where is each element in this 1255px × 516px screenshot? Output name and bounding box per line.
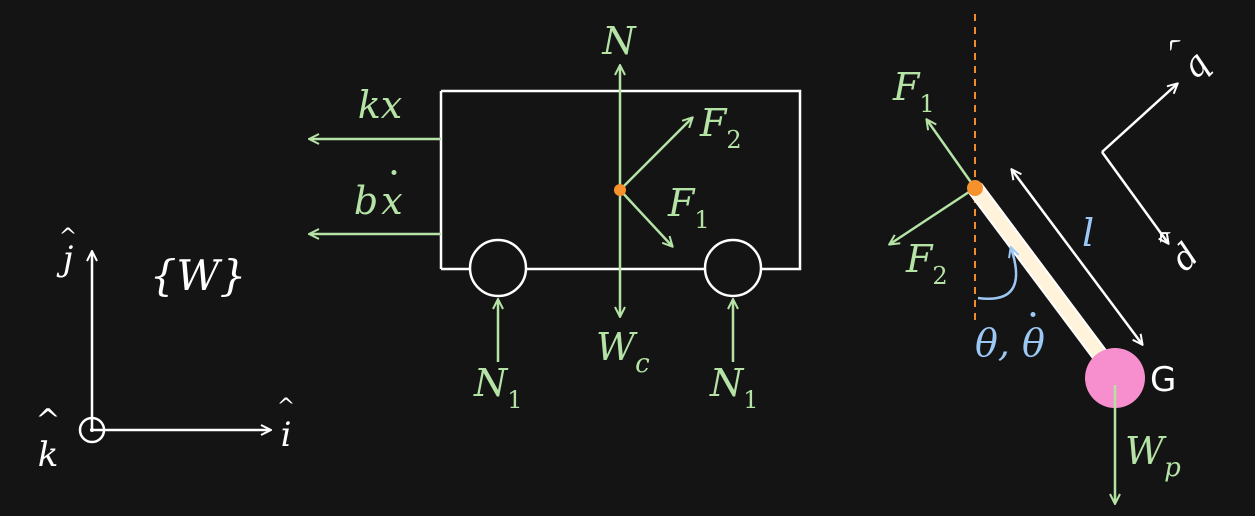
angle-rate-dot: · (1027, 293, 1039, 337)
wheel-normal-left-label: N1 (473, 361, 523, 414)
cart-force-2-symbol: F (699, 101, 728, 145)
world-frame: ^ i ^ j ^ k {W} (35, 225, 295, 475)
pendulum-pivot-point (967, 180, 983, 196)
body-frame: ^ q ^ d (1100, 31, 1218, 280)
d-hat-label-group: ^ d (1151, 223, 1208, 280)
wheel-normal-right-subscript: 1 (743, 386, 758, 414)
cart-wheel-right (703, 238, 763, 298)
pendulum-bob (1085, 348, 1145, 408)
cart-force-1-subscript: 1 (694, 206, 709, 234)
damping-force-dot: · (388, 151, 400, 195)
cart-force-2-label: F2 (699, 101, 742, 154)
pendulum-force-1-symbol: F (892, 65, 921, 109)
pendulum-force-1-label: F1 (892, 65, 935, 118)
wheel-normal-right-label: N1 (709, 361, 759, 414)
k-axis-dot (90, 428, 94, 432)
pendulum-force-2-arrow (890, 186, 976, 244)
cart-weight-label: Wc (596, 325, 650, 379)
length-label: l (1082, 211, 1094, 255)
cart-wheel-left (468, 238, 528, 298)
pendulum-weight-subscript: p (1164, 453, 1181, 483)
angle-label: θ, θ (975, 321, 1045, 365)
pendulum-weight-symbol: W (1125, 429, 1167, 473)
cart-weight-subscript: c (635, 349, 650, 379)
cart-weight-symbol: W (596, 325, 638, 369)
q-axis-arrow (1101, 84, 1177, 153)
pendulum-force-1-subscript: 1 (919, 90, 934, 118)
i-hat-caret: ^ (277, 395, 295, 420)
center-of-mass-label: G (1150, 360, 1176, 400)
wheel-normal-right-symbol: N (709, 361, 745, 405)
pendulum-force-1-arrow (927, 120, 977, 189)
cart-force-2-arrow (619, 118, 692, 191)
cart-force-1-label: F1 (667, 181, 710, 234)
k-axis-out-of-page-icon (78, 416, 106, 444)
q-hat-label-group: ^ q (1161, 31, 1218, 88)
damping-force-x-label: x (381, 179, 402, 223)
cart: N kx b x · F2 F1 Wc N1 N1 (310, 19, 802, 414)
cart-force-1-symbol: F (667, 181, 696, 225)
spring-force-label: kx (358, 83, 402, 127)
cart-force-2-subscript: 2 (726, 126, 741, 154)
wheel-normal-left-subscript: 1 (507, 386, 522, 414)
length-dimension-arrow (1012, 170, 1142, 344)
cart-center-point (614, 184, 626, 196)
wheel-normal-left-symbol: N (473, 361, 509, 405)
pendulum-weight-label: Wp (1125, 429, 1181, 483)
normal-force-label: N (601, 19, 637, 63)
k-hat-caret: ^ (35, 403, 60, 438)
j-hat-caret: ^ (59, 225, 77, 250)
pendulum-force-2-subscript: 2 (932, 262, 947, 290)
pendulum-force-2-symbol: F (905, 237, 934, 281)
angle-arc-arrow (977, 248, 1016, 301)
pendulum-force-2-label: F2 (905, 237, 948, 290)
frame-name-label: {W} (150, 251, 247, 300)
damping-force-b-label: b (354, 179, 378, 223)
cart-force-1-arrow (619, 189, 672, 246)
k-hat-label: k (38, 435, 59, 475)
d-axis-arrow (1100, 151, 1168, 243)
pendulum: G Wp l F1 F2 θ, θ · (890, 14, 1181, 503)
i-hat-label: i (281, 415, 292, 455)
